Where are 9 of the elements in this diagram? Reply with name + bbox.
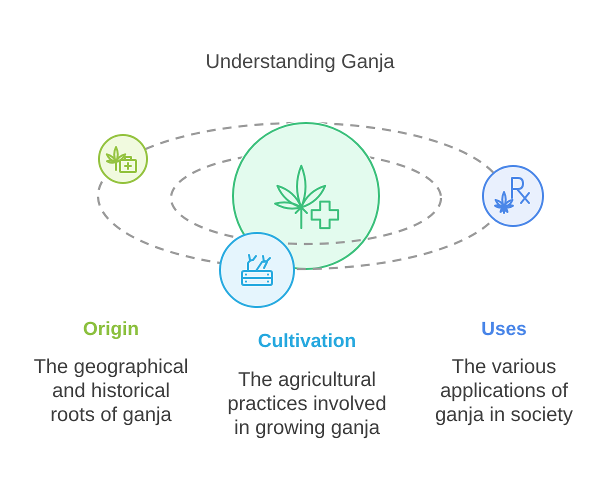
topic-description: The geographical and historical roots of ganja [32,355,190,427]
topic-heading: Uses [481,319,527,341]
topic-description: The agricultural practices involved in growing ganja [226,368,388,440]
topic-heading: Cultivation [258,331,356,353]
topic-circle [482,165,544,227]
topic-circle [98,134,148,184]
topic-description: The various applications of ganja in society [434,355,574,427]
title: Understanding Ganja [206,50,394,74]
topic-heading: Origin [83,319,139,341]
